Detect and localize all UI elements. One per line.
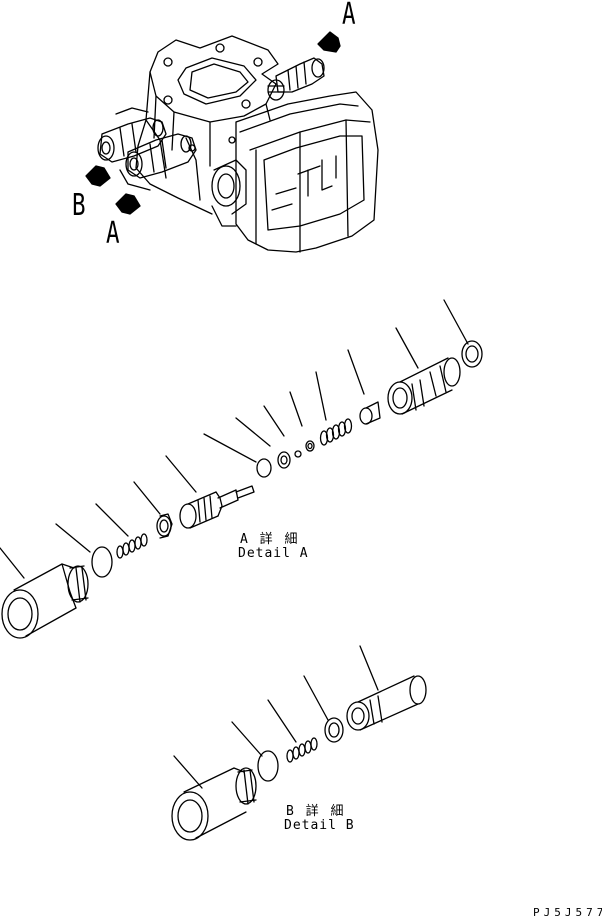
valve-body-assembly <box>86 32 378 252</box>
detail-a-title-en: Detail A <box>238 546 309 561</box>
sleeve-a <box>360 402 380 424</box>
nut-a <box>157 514 172 538</box>
o-ring-b <box>258 751 278 781</box>
ring-b <box>325 718 343 742</box>
view-label-a-bottom: A <box>106 216 120 251</box>
arrow-a-top-icon <box>318 32 340 52</box>
detail-a-exploded <box>0 300 482 638</box>
plug-b <box>172 768 256 840</box>
spring-a2 <box>321 419 352 445</box>
ball-a <box>295 451 301 457</box>
poppet-a <box>180 486 254 528</box>
arrow-b-icon <box>86 166 110 186</box>
o-ring-a2 <box>257 459 271 477</box>
arrow-a-bottom-icon <box>116 194 140 214</box>
spring-a1 <box>117 534 147 558</box>
view-label-b: B <box>72 188 86 223</box>
relief-plug-top <box>268 58 324 100</box>
sleeve-large-a <box>388 358 460 414</box>
detail-b-title-jp: B 詳 細 <box>286 804 346 819</box>
o-ring-a1 <box>92 547 112 577</box>
relief-plug-left-lower <box>126 134 196 178</box>
detail-a-title-jp: A 詳 細 <box>240 532 300 547</box>
backup-ring-a <box>278 452 290 468</box>
ring-a <box>306 441 314 451</box>
detail-b-title-en: Detail B <box>284 818 355 833</box>
plug-a <box>2 564 88 638</box>
view-label-a-top: A <box>342 0 356 32</box>
detail-b-exploded <box>172 646 426 840</box>
drawing-code: PJ5J577 <box>533 906 602 919</box>
sleeve-b <box>347 676 426 730</box>
retaining-ring-a <box>462 341 482 367</box>
relief-plug-left-upper <box>98 108 166 162</box>
spring-b <box>287 738 317 762</box>
